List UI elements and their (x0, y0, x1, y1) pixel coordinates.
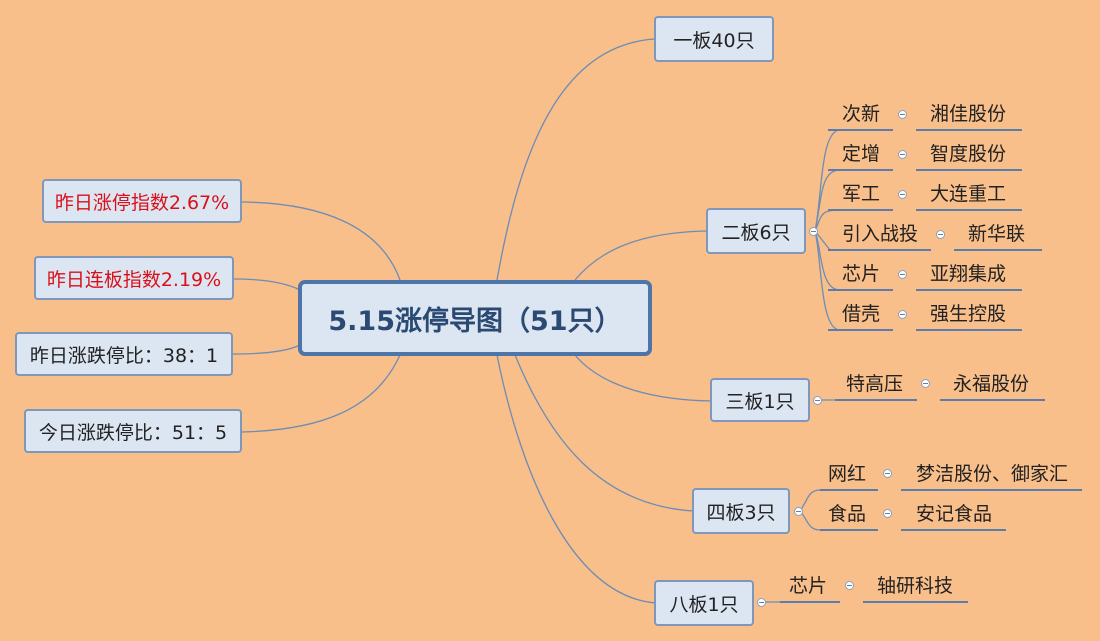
edge-board1 (496, 38, 656, 281)
board2-stock-1[interactable]: 湘佳股份 (930, 103, 1007, 125)
board4-category-1[interactable]: 网红 (828, 463, 867, 485)
edge-board3 (574, 354, 713, 402)
board8-item1-collapse-icon[interactable] (845, 581, 854, 590)
edge-left-2 (233, 278, 301, 291)
board2-item6-collapse-icon[interactable] (898, 310, 907, 319)
board4-node[interactable]: 四板3只 (692, 488, 790, 534)
board2-category-2[interactable]: 定增 (842, 143, 881, 165)
yesterday-ratio-node[interactable]: 昨日涨跌停比：38：1 (15, 332, 233, 376)
board3-label: 三板1只 (725, 390, 795, 413)
board3-category-1[interactable]: 特高压 (846, 373, 904, 395)
board2-item3-collapse-icon[interactable] (898, 190, 907, 199)
board2-stock-2[interactable]: 智度股份 (930, 143, 1007, 165)
board4-item2-collapse-icon[interactable] (883, 509, 892, 518)
central-topic[interactable]: 5.15涨停导图（51只） (298, 280, 652, 356)
board2-node[interactable]: 二板6只 (706, 208, 806, 254)
edge-left-4 (241, 354, 401, 433)
board2-category-1[interactable]: 次新 (842, 103, 881, 125)
board2-stock-6[interactable]: 强生控股 (930, 303, 1007, 325)
board4-label: 四板3只 (706, 501, 776, 524)
board2-category-5[interactable]: 芯片 (842, 263, 881, 285)
board8-collapse-icon[interactable] (757, 598, 766, 607)
board4-collapse-icon[interactable] (794, 507, 803, 516)
edge-left-3 (232, 344, 301, 355)
board4-stock-1[interactable]: 梦洁股份、御家汇 (916, 463, 1069, 485)
yesterday-limit-index-node[interactable]: 昨日涨停指数2.67% (42, 179, 242, 223)
board2-stock-4[interactable]: 新华联 (968, 223, 1026, 245)
board8-stock-1[interactable]: 轴研科技 (877, 575, 954, 597)
board2-category-4[interactable]: 引入战投 (842, 223, 919, 245)
yesterday-consec-index-label: 昨日连板指数2.19% (46, 268, 222, 291)
board8-category-1[interactable]: 芯片 (789, 575, 828, 597)
board4-item1-collapse-icon[interactable] (883, 469, 892, 478)
edge-board4 (514, 354, 694, 512)
yesterday-limit-index-label: 昨日涨停指数2.67% (54, 191, 230, 214)
board2-label: 二板6只 (721, 221, 791, 244)
board2-stock-5[interactable]: 亚翔集成 (930, 263, 1007, 285)
edge-left-1 (241, 201, 401, 281)
board3-item1-collapse-icon[interactable] (921, 379, 930, 388)
yesterday-ratio-label: 昨日涨跌停比：38：1 (29, 344, 219, 367)
board3-stock-1[interactable]: 永福股份 (953, 373, 1030, 395)
board3-node[interactable]: 三板1只 (710, 378, 810, 422)
edge-board2 (574, 230, 709, 281)
board2-item5-collapse-icon[interactable] (898, 270, 907, 279)
board2-stock-3[interactable]: 大连重工 (930, 183, 1007, 205)
board8-label: 八板1只 (669, 593, 739, 616)
board4-category-2[interactable]: 食品 (828, 503, 867, 525)
board2-category-3[interactable]: 军工 (842, 183, 881, 205)
board1-node[interactable]: 一板40只 (654, 16, 774, 62)
board4-stock-2[interactable]: 安记食品 (916, 503, 993, 525)
today-ratio-label: 今日涨跌停比：51：5 (38, 421, 228, 444)
board2-item4-collapse-icon[interactable] (936, 230, 945, 239)
central-topic-label: 5.15涨停导图（51只） (328, 305, 622, 337)
board8-node[interactable]: 八板1只 (654, 580, 754, 626)
edge-board8 (496, 354, 656, 604)
board1-label: 一板40只 (673, 29, 755, 52)
board2-category-6[interactable]: 借壳 (842, 303, 881, 325)
yesterday-consec-index-node[interactable]: 昨日连板指数2.19% (34, 256, 234, 300)
board2-collapse-icon[interactable] (809, 227, 818, 236)
board2-item2-collapse-icon[interactable] (898, 150, 907, 159)
board3-collapse-icon[interactable] (813, 396, 822, 405)
today-ratio-node[interactable]: 今日涨跌停比：51：5 (24, 409, 242, 453)
board2-item1-collapse-icon[interactable] (898, 110, 907, 119)
